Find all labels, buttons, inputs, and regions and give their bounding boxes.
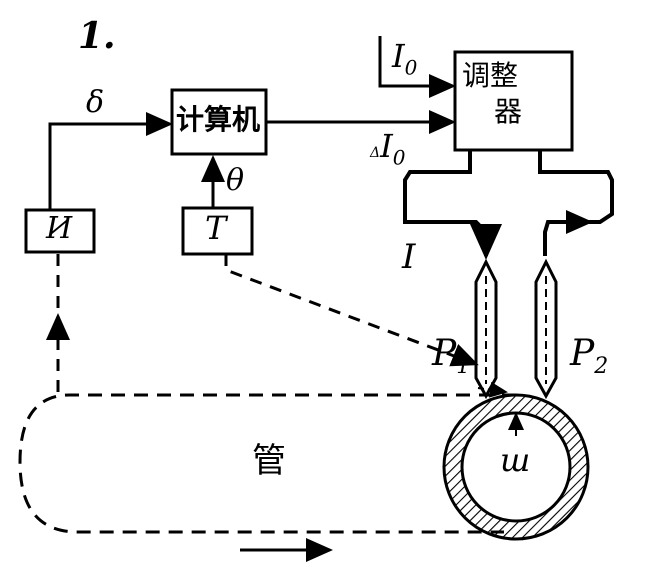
figure-number: 1. xyxy=(78,15,116,57)
sensor-t-block xyxy=(181,206,254,256)
regulator-label-line2: 器 xyxy=(494,95,523,128)
theta-label: θ xyxy=(226,163,245,198)
current-lead-left xyxy=(403,150,502,260)
regulator-block xyxy=(453,50,574,152)
current-label: I xyxy=(402,237,416,277)
delta-i0-label: ΔI0 xyxy=(370,130,406,167)
i0-subscript: 0 xyxy=(404,55,418,80)
sensor-t-arrowhead xyxy=(449,343,479,367)
i0-main: I xyxy=(392,37,405,75)
p2-label: P2 xyxy=(570,336,608,378)
sensor-t-dashed-link xyxy=(224,254,471,364)
i0-input-line xyxy=(378,36,456,98)
delta-signal-line xyxy=(48,112,173,210)
sensor-i-label: И xyxy=(46,211,73,246)
weld-label: ш xyxy=(500,441,531,479)
p1-label: P1 xyxy=(432,336,470,378)
computer-label: 计算机 xyxy=(176,103,261,136)
delta-i0-main: I xyxy=(380,127,393,165)
p2-subscript: 2 xyxy=(594,354,609,380)
sensor-t-label: T xyxy=(205,209,227,247)
p1-subscript: 1 xyxy=(456,354,471,380)
i0-label: I0 xyxy=(392,40,417,77)
pipe-dashed-outline xyxy=(18,393,516,534)
regulator-label-line1: 调整 xyxy=(462,59,519,92)
delta-label: δ xyxy=(86,85,105,120)
p1-main: P xyxy=(432,333,457,374)
pipe-label: 管 xyxy=(252,441,286,481)
current-lead-right xyxy=(538,150,614,256)
delta-i0-prefix: Δ xyxy=(370,145,381,161)
delta-i0-subscript: 0 xyxy=(392,145,406,170)
sensor-i-block xyxy=(24,208,96,254)
p2-main: P xyxy=(570,333,595,374)
weld-dashed-link xyxy=(477,381,508,398)
